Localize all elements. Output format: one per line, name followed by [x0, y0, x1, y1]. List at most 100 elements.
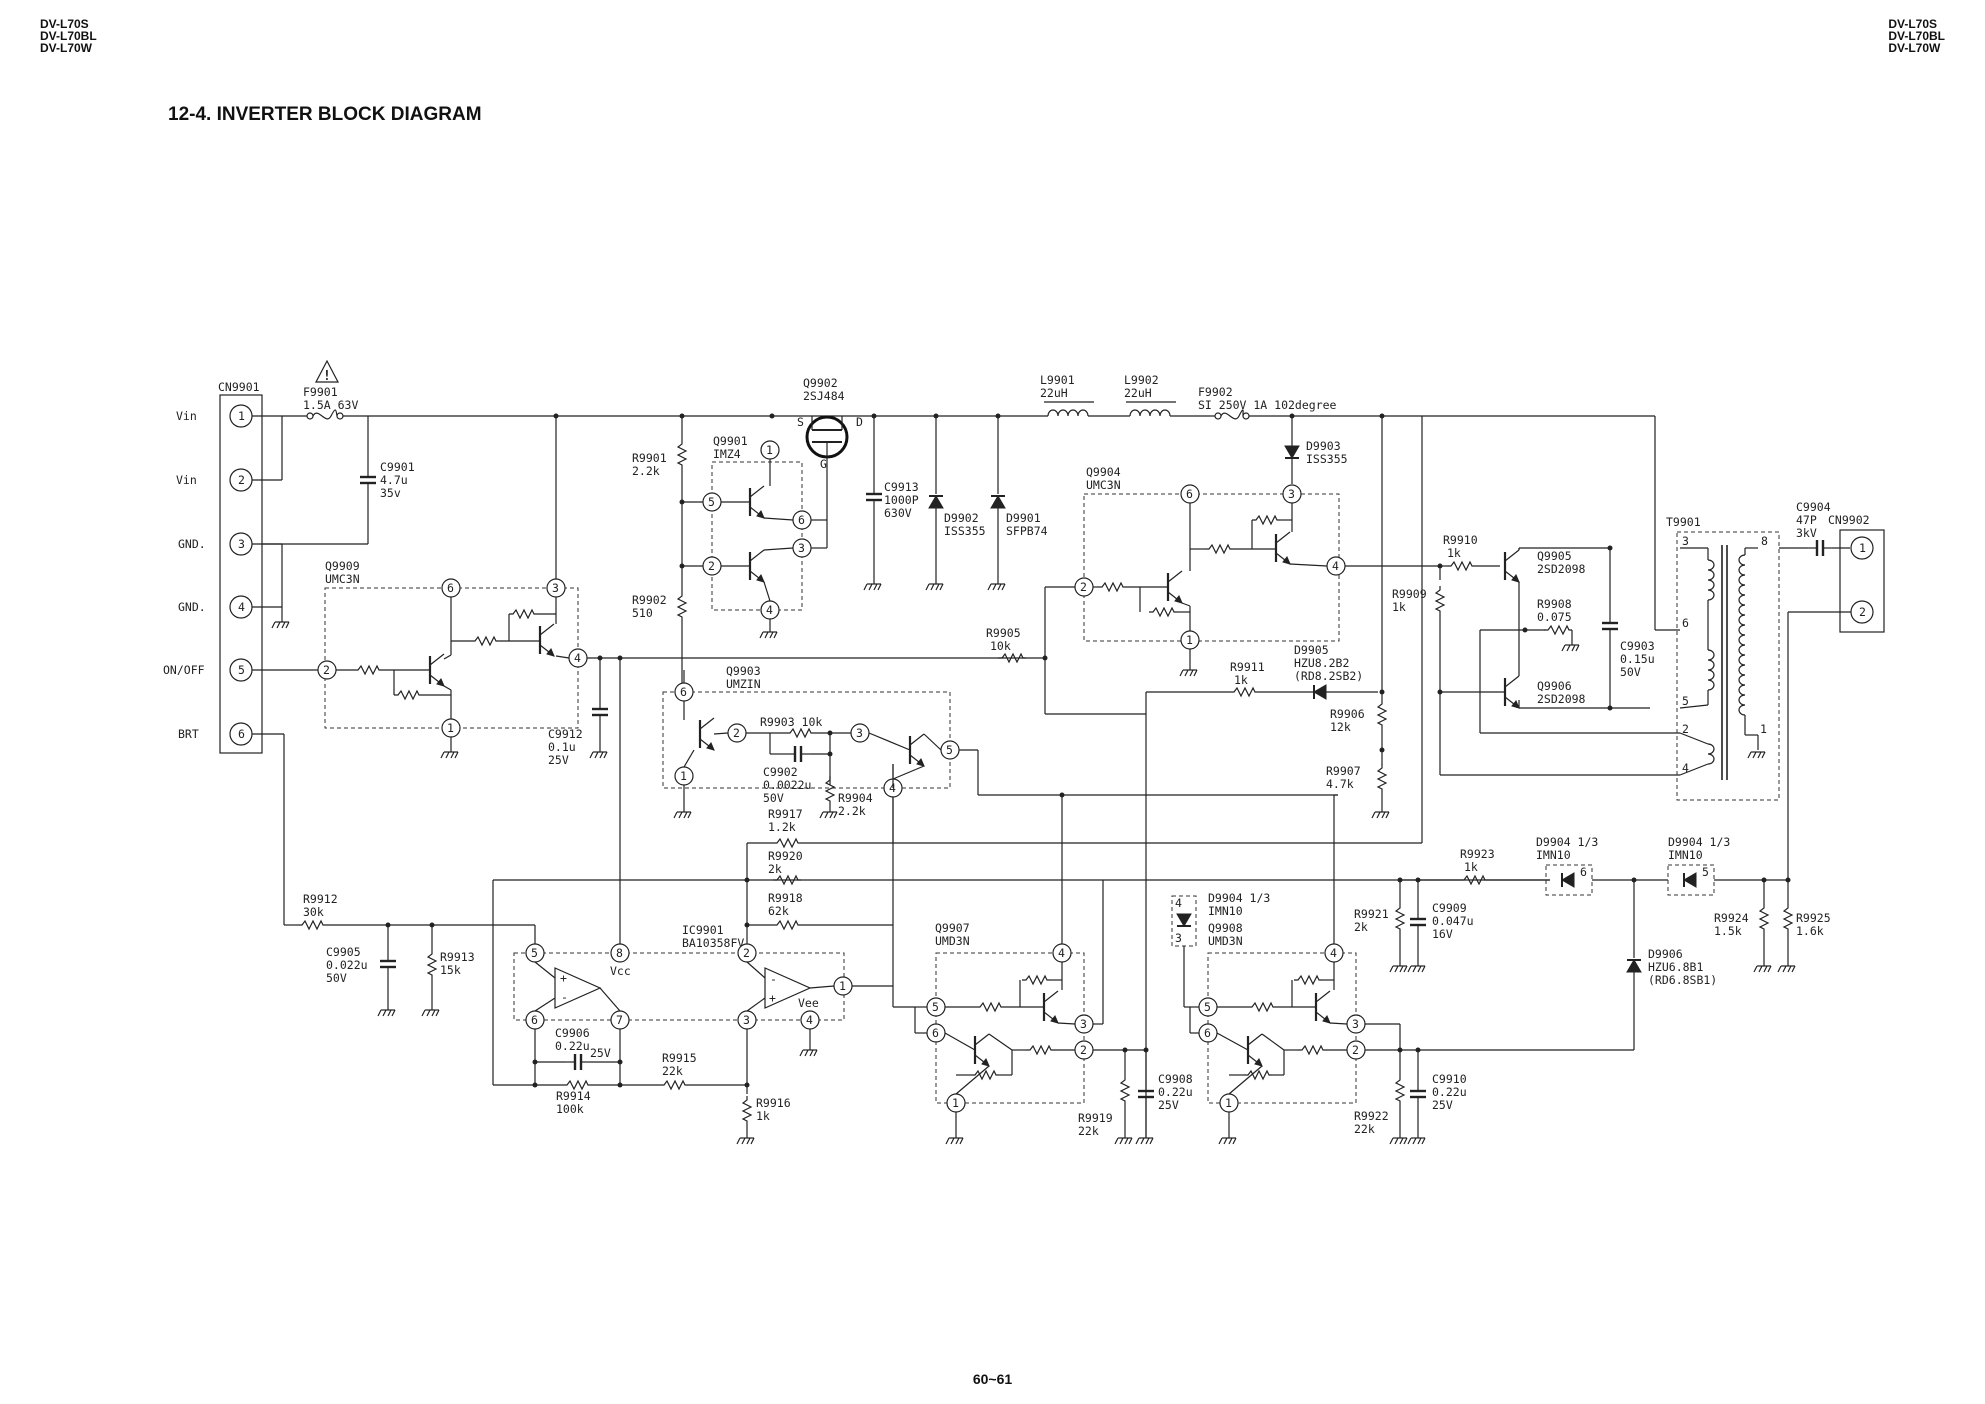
- diode-d9903: D9903 ISS355: [1306, 439, 1348, 466]
- resistor-r9913: R9913 15k: [440, 950, 475, 977]
- part-value: 22uH: [1040, 386, 1068, 400]
- part-ref: L9902: [1124, 373, 1159, 387]
- capacitor-c9902: C9902 0.0022u 50V: [763, 765, 811, 805]
- capacitor-c9912: C9912 0.1u 25V: [548, 727, 583, 767]
- pin-signal: Vin: [176, 473, 197, 487]
- part-value: 1k: [1464, 860, 1478, 874]
- part-ref: R9902: [632, 593, 667, 607]
- part-ref: Q9902: [803, 376, 838, 390]
- part-ref: C9902: [763, 765, 798, 779]
- resistor-r9923: R9923 1k: [1460, 847, 1495, 874]
- svg-text:2: 2: [1080, 580, 1087, 594]
- part-ref: Q9903: [726, 664, 761, 678]
- part-value: 30k: [303, 905, 324, 919]
- svg-text:-: -: [770, 972, 777, 986]
- part-value: 25V: [548, 753, 569, 767]
- part-value: (RD6.8SB1): [1648, 973, 1717, 987]
- part-ref: F9902: [1198, 385, 1233, 399]
- resistor-r9920: R9920 2k: [768, 849, 803, 876]
- part-value: ISS355: [1306, 452, 1348, 466]
- part-ref: R9909: [1392, 587, 1427, 601]
- part-ref: D9904 1/3: [1668, 835, 1730, 849]
- svg-text:2: 2: [743, 946, 750, 960]
- part-value: IMN10: [1668, 848, 1703, 862]
- part-ref: R9908: [1537, 597, 1572, 611]
- svg-text:3: 3: [1080, 1017, 1087, 1031]
- transistor-q9909: Q9909 UMC3N 6 3 2 4 1: [317, 559, 588, 738]
- svg-text:!: !: [323, 369, 331, 384]
- svg-text:7: 7: [616, 1013, 623, 1027]
- resistor-r9915: R9915 22k: [662, 1051, 697, 1078]
- part-value: 510: [632, 606, 653, 620]
- part-value: 2.2k: [838, 804, 866, 818]
- part-value: 0.0022u: [763, 778, 811, 792]
- part-value: 0.1u: [548, 740, 576, 754]
- transistor-q9908: Q9908 UMD3N 4 5 3 6 2 1: [1198, 921, 1366, 1113]
- part-value: 25V: [1158, 1098, 1179, 1112]
- svg-text:5: 5: [1702, 865, 1709, 879]
- part-ref: D9904 1/3: [1536, 835, 1598, 849]
- part-ref: C9905: [326, 945, 361, 959]
- part-ref: R9919: [1078, 1111, 1113, 1125]
- part-value: 10k: [990, 639, 1011, 653]
- resistor-r9904: R9904 2.2k: [838, 791, 873, 818]
- svg-text:6: 6: [680, 685, 687, 699]
- part-ref: Q9906: [1537, 679, 1572, 693]
- svg-text:5: 5: [932, 1000, 939, 1014]
- part-value: (RD8.2SB2): [1294, 669, 1363, 683]
- part-value: HZU6.8B1: [1648, 960, 1703, 974]
- model-name: DV-L70W: [1888, 41, 1941, 55]
- svg-text:3: 3: [552, 581, 559, 595]
- svg-text:5: 5: [708, 495, 715, 509]
- svg-text:3: 3: [1352, 1017, 1359, 1031]
- part-value: UMC3N: [325, 572, 360, 586]
- capacitor-c9905: C9905 0.022u 50V: [326, 945, 368, 985]
- part-ref: D9904 1/3: [1208, 891, 1270, 905]
- part-ref: R9917: [768, 807, 803, 821]
- resistor-r9910: R9910 1k: [1443, 533, 1478, 560]
- part-ref: R9925: [1796, 911, 1831, 925]
- part-value: 2k: [1354, 920, 1368, 934]
- part-value: 1k: [1392, 600, 1406, 614]
- svg-text:1: 1: [1760, 722, 1767, 736]
- part-value: 15k: [440, 963, 461, 977]
- part-value: UMC3N: [1086, 478, 1121, 492]
- part-value: UMD3N: [935, 934, 970, 948]
- model-name: DV-L70BL: [40, 29, 97, 43]
- part-ref: D9905: [1294, 643, 1329, 657]
- svg-text:1: 1: [680, 769, 687, 783]
- svg-text:5: 5: [946, 743, 953, 757]
- part-ref: Q9909: [325, 559, 360, 573]
- resistor-r9918: R9918 62k: [768, 891, 803, 918]
- part-ref: C9909: [1432, 901, 1467, 915]
- part-value: 0.22u: [555, 1039, 590, 1053]
- resistor-r9912: R9912 30k: [303, 892, 338, 919]
- capacitor-c9903: C9903 0.15u 50V: [1620, 639, 1655, 679]
- svg-text:6: 6: [1186, 487, 1193, 501]
- pin-number: 2: [1859, 605, 1866, 619]
- part-ref: C9913: [884, 480, 919, 494]
- part-ref: D9901: [1006, 511, 1041, 525]
- part-value: 1k: [756, 1109, 770, 1123]
- part-value: 100k: [556, 1102, 584, 1116]
- part-ref: R9924: [1714, 911, 1749, 925]
- svg-text:5: 5: [1682, 694, 1689, 708]
- svg-text:2: 2: [733, 726, 740, 740]
- resistor-r9901: R9901 2.2k: [632, 451, 667, 478]
- svg-text:6: 6: [932, 1026, 939, 1040]
- page-number: 60~61: [972, 1371, 1013, 1387]
- resistor-r9903: R9903 10k: [760, 715, 822, 729]
- part-ref: Q9901: [713, 434, 748, 448]
- part-ref: C9903: [1620, 639, 1655, 653]
- resistor-r9905: R9905 10k: [986, 626, 1021, 653]
- diode-d9904c: D9904 1/3 IMN10 5: [1667, 835, 1730, 896]
- svg-text:4: 4: [1682, 761, 1689, 775]
- part-value: 1.5A 63V: [303, 398, 358, 412]
- part-value: 0.22u: [1158, 1085, 1193, 1099]
- part-ref: R9911: [1230, 660, 1265, 674]
- svg-text:4: 4: [1175, 896, 1182, 910]
- part-value: 1k: [1234, 673, 1248, 687]
- svg-text:4: 4: [1332, 559, 1339, 573]
